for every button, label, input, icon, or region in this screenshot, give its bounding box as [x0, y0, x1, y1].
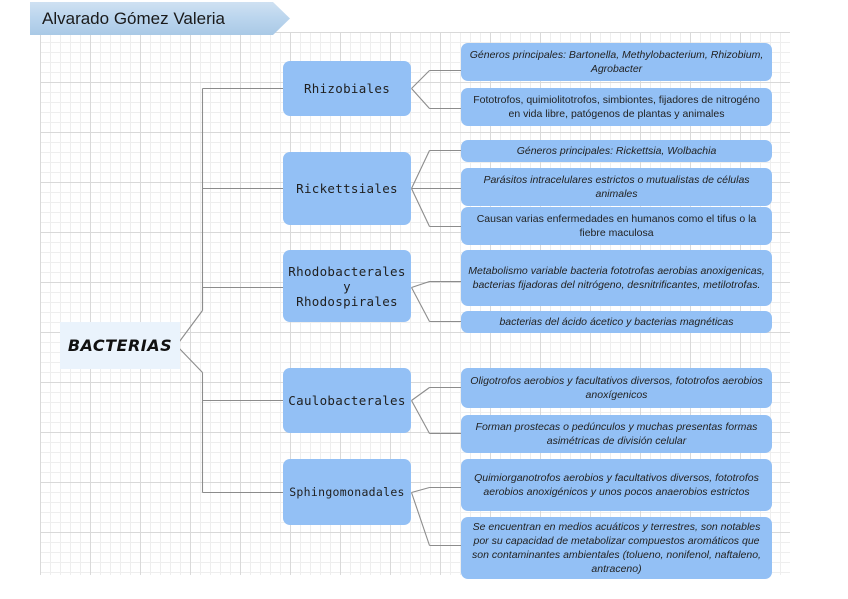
description-text: Géneros principales: Rickettsia, Wolbach… — [516, 145, 717, 157]
order-node-rhodobacterales-rhodospirales[interactable]: Rhodobacterales y Rhodospirales — [283, 250, 411, 322]
root-node-bacterias[interactable]: BACTERIAS — [60, 322, 180, 369]
root-node-label: BACTERIAS — [67, 336, 173, 355]
description-node[interactable]: bacterias del ácido ácetico y bacterias … — [461, 311, 772, 333]
order-node-label: Rhodobacterales y Rhodospirales — [288, 263, 406, 309]
description-node[interactable]: Parásitos intracelulares estrictos o mut… — [461, 168, 772, 206]
description-node[interactable]: Metabolismo variable bacteria fototrofas… — [461, 250, 772, 306]
order-node-rickettsiales[interactable]: Rickettsiales — [283, 152, 411, 225]
description-node[interactable]: Se encuentran en medios acuáticos y terr… — [461, 517, 772, 579]
order-node-label: Rhizobiales — [303, 81, 391, 96]
description-text: Se encuentran en medios acuáticos y terr… — [472, 521, 761, 575]
description-node[interactable]: Fototrofos, quimiolitotrofos, simbiontes… — [461, 88, 772, 126]
description-text: Causan varias enfermedades en humanos co… — [476, 213, 757, 239]
order-node-sphingomonadales[interactable]: Sphingomonadales — [283, 459, 411, 525]
order-node-label: Sphingomonadales — [289, 484, 405, 499]
description-text: Forman prostecas o pedúnculos y muchas p… — [475, 421, 758, 447]
description-text: Géneros principales: Bartonella, Methylo… — [469, 49, 764, 75]
order-node-rhizobiales[interactable]: Rhizobiales — [283, 61, 411, 116]
description-text: Fototrofos, quimiolitotrofos, simbiontes… — [473, 94, 760, 120]
author-name-label: Alvarado Gómez Valeria — [42, 8, 225, 28]
description-text: Metabolismo variable bacteria fototrofas… — [468, 265, 765, 291]
description-node[interactable]: Quimiorganotrofos aerobios y facultativo… — [461, 459, 772, 511]
description-node[interactable]: Causan varias enfermedades en humanos co… — [461, 207, 772, 245]
description-node[interactable]: Géneros principales: Rickettsia, Wolbach… — [461, 140, 772, 162]
description-node[interactable]: Forman prostecas o pedúnculos y muchas p… — [461, 415, 772, 453]
description-text: Parásitos intracelulares estrictos o mut… — [483, 174, 750, 200]
description-node[interactable]: Géneros principales: Bartonella, Methylo… — [461, 43, 772, 81]
description-text: Oligotrofos aerobios y facultativos dive… — [470, 375, 763, 401]
order-node-caulobacterales[interactable]: Caulobacterales — [283, 368, 411, 433]
description-text: Quimiorganotrofos aerobios y facultativo… — [474, 472, 759, 498]
order-node-label: Rickettsiales — [296, 181, 398, 196]
order-node-label: Caulobacterales — [288, 393, 406, 408]
title-banner: Alvarado Gómez Valeria — [30, 2, 290, 35]
description-node[interactable]: Oligotrofos aerobios y facultativos dive… — [461, 368, 772, 408]
description-text: bacterias del ácido ácetico y bacterias … — [499, 316, 734, 328]
